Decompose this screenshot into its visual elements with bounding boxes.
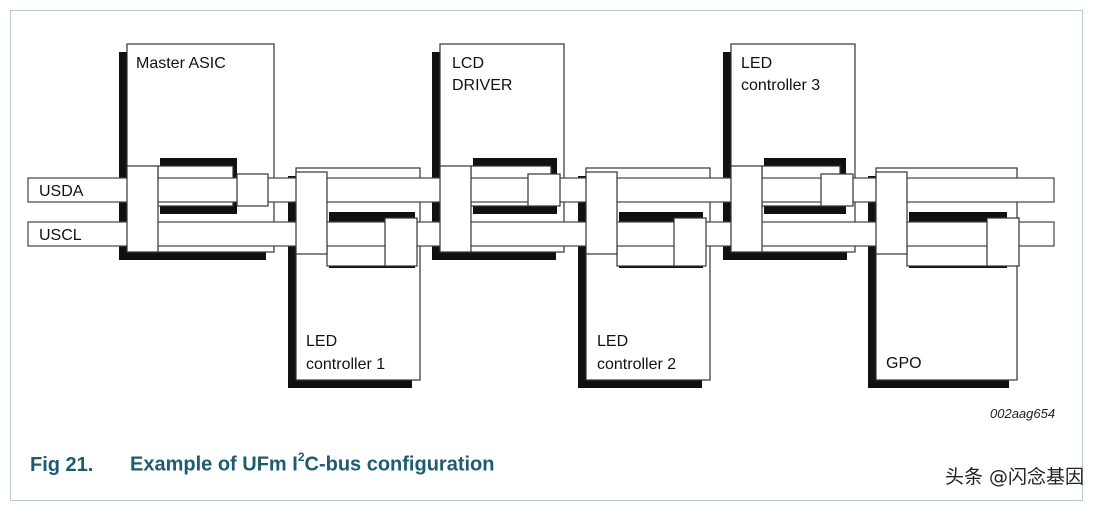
led-controller-1-label-line1: LED	[306, 333, 337, 350]
caption-text-b: C-bus configuration	[304, 453, 495, 476]
figure-number: Fig 21.	[30, 453, 94, 476]
figure-code: 002aag654	[990, 406, 1055, 421]
figure-caption: Fig 21. Example of UFm I2C-bus configurat…	[30, 450, 495, 477]
watermark: 头条 @闪念基因	[944, 466, 1084, 488]
master-asic-label: Master ASIC	[136, 55, 226, 72]
caption-text-a: Example of UFm I	[130, 453, 298, 476]
gpo-label: GPO	[886, 355, 922, 372]
usda-label: USDA	[39, 183, 84, 200]
led-controller-2-label-line1: LED	[597, 333, 628, 350]
led-controller-3-label-line2: controller 3	[741, 77, 820, 94]
led-controller-2-label-line2: controller 2	[597, 356, 676, 373]
led-controller-3-label-line1: LED	[741, 55, 772, 72]
connector-stubs	[126, 165, 1020, 267]
lcd-driver-label-line2: DRIVER	[452, 77, 512, 94]
led-controller-1-label-line2: controller 1	[306, 356, 385, 373]
caption-superscript: 2	[297, 450, 305, 464]
uscl-label: USCL	[39, 227, 82, 244]
figure-frame	[10, 10, 1083, 501]
lcd-driver-label-line1: LCD	[452, 55, 484, 72]
